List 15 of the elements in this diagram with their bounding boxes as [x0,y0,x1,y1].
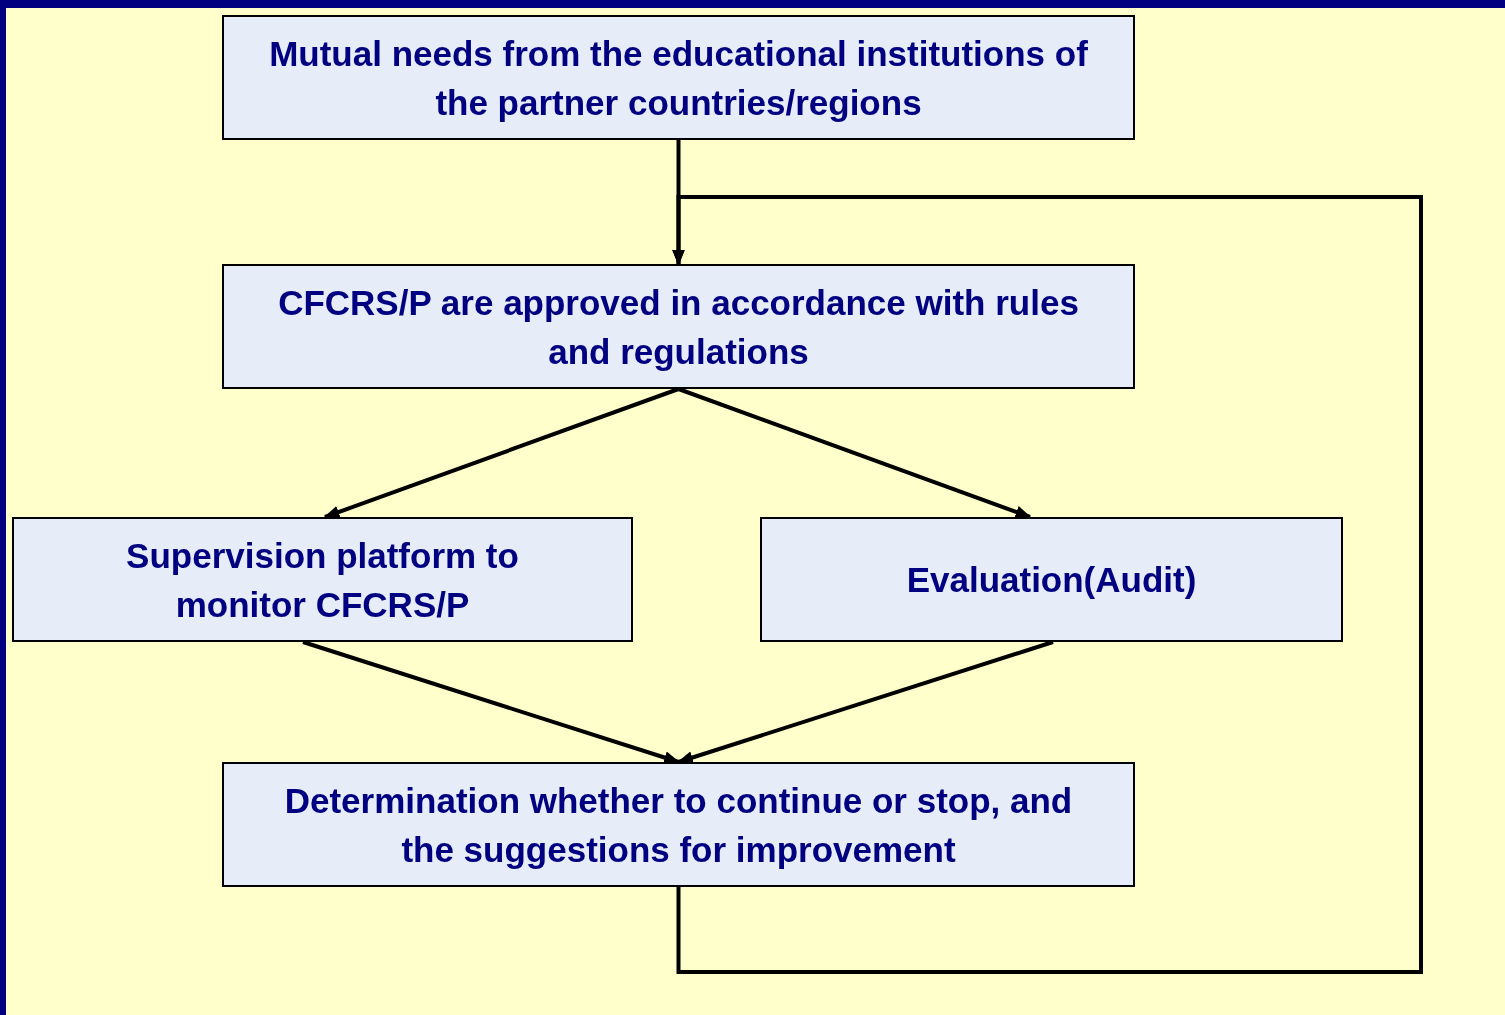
process-box [760,517,1343,642]
box-text: Determination whether to continue or stop, and the suggestions for improvement [283,779,1074,871]
process-box [222,762,1135,887]
box-text: Mutual needs from the educational institutions of the partner countries/regions [268,32,1089,124]
arrow [302,640,680,764]
arrow [672,195,1423,974]
box-text: CFCRS/P are approved in accordance with rules and regulations [277,281,1080,373]
box-text: Supervision platform to monitor CFCRS/P [125,534,520,626]
process-box [222,15,1135,140]
box-text: Evaluation(Audit) [906,559,1197,601]
arrow [323,387,680,519]
process-box [12,517,633,642]
process-box [222,264,1135,389]
arrow [677,387,1032,519]
arrow [677,640,1054,764]
